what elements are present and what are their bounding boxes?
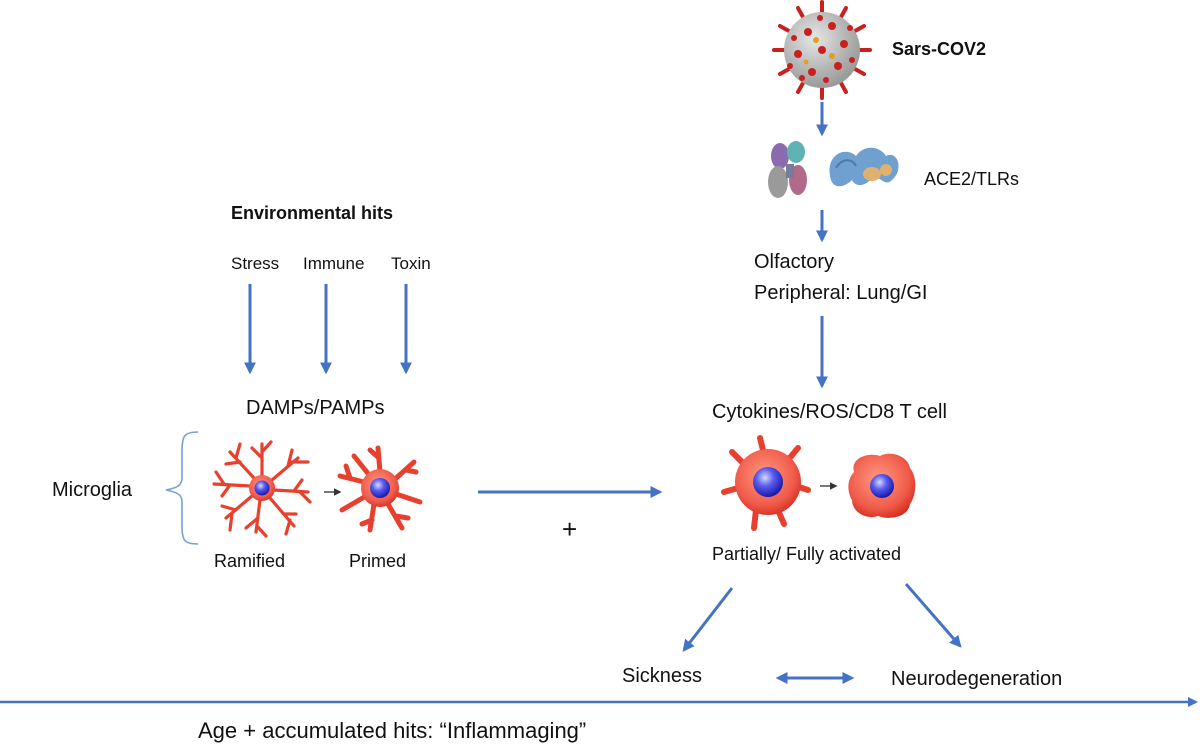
factor-immune: Immune [303, 254, 365, 273]
receptors-label: ACE2/TLRs [924, 169, 1020, 189]
timeline-label: Age + accumulated hits: “Inflammaging” [198, 718, 587, 743]
sickness-label: Sickness [622, 665, 703, 687]
activation-label: Partially/ Fully activated [712, 544, 902, 564]
primed-microglia-icon [337, 445, 423, 533]
tlr-protein-icon [829, 147, 899, 187]
factor-stress: Stress [231, 254, 280, 273]
ramified-label: Ramified [214, 551, 286, 571]
virus-label: Sars-COV2 [892, 39, 987, 59]
route-peripheral-label: Peripheral: Lung/GI [754, 282, 928, 304]
arrow-to-sickness [682, 587, 734, 652]
ramified-microglia-icon [212, 440, 312, 538]
receptor-protein-icon [768, 141, 807, 198]
arrow-to-neurodegeneration [904, 583, 962, 648]
primed-label: Primed [349, 551, 407, 571]
plus-sign: + [562, 514, 578, 544]
microglia-label: Microglia [52, 479, 133, 501]
mediators-label: Cytokines/ROS/CD8 T cell [712, 401, 947, 423]
factor-toxin: Toxin [391, 254, 431, 273]
microglia-bracket [165, 431, 199, 545]
neurodegeneration-label: Neurodegeneration [891, 668, 1063, 690]
route-olfactory-label: Olfactory [754, 251, 835, 273]
environmental-hits-title: Environmental hits [231, 203, 394, 223]
virus-icon [772, 0, 872, 100]
partially-activated-microglia-icon [721, 435, 811, 531]
fully-activated-microglia-icon [848, 453, 916, 518]
damps-pamps-label: DAMPs/PAMPs [246, 397, 385, 419]
